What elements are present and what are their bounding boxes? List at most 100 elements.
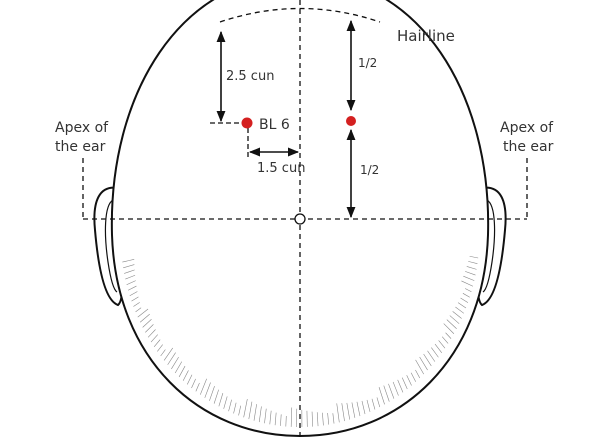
hair-stroke [311,411,313,427]
hair-stroke [452,311,462,319]
hairline-dashed [219,7,381,23]
hair-stroke [397,379,404,393]
hair-stroke [445,332,452,339]
hair-stroke [233,402,237,414]
hair-stroke [174,361,183,374]
hair-stroke [280,414,282,426]
hair-stroke [124,269,135,274]
hair-stroke [449,315,460,324]
bl6-point [241,117,253,129]
hair-stroke [431,347,439,358]
hair-stroke [290,407,293,427]
hair-stroke [209,386,215,401]
hair-stroke [127,285,137,291]
hair-stroke [182,370,189,381]
hair-stroke [462,293,470,298]
hair-stroke [243,398,248,418]
hair-stroke [160,349,166,357]
hair-stroke [150,334,158,343]
hair-stroke [135,307,142,313]
bl6-label: BL 6 [259,117,290,133]
hair-stroke [423,353,432,367]
hair-stroke [133,302,140,307]
hair-stroke [200,378,207,395]
hair-stroke [392,381,399,396]
hair-stroke [264,408,267,424]
hair-stroke [322,412,324,426]
hair-stroke [139,313,150,323]
apex-right-label-2: the ear [503,139,554,155]
hair-stroke [269,410,272,425]
hair-stroke [123,264,135,269]
hair-stroke [195,382,200,392]
hair-stroke [441,336,449,344]
hair-stroke [142,319,152,328]
apex-left-label-1: Apex of [55,120,109,136]
hair-stroke [346,402,351,420]
hair-stroke [465,271,476,276]
hair-stroke [163,347,174,361]
hair-stroke [131,296,139,302]
distance-1-5-cun-label: 1.5 cun [257,161,305,176]
hair-stroke [463,275,475,281]
hair-stroke [341,403,345,422]
hair-stroke [223,396,228,409]
hair-stroke [204,382,211,398]
hair-stroke [366,399,371,412]
hair-stroke [125,274,136,280]
hair-stroke [401,377,408,390]
hair-stroke [187,374,193,385]
hair-stroke [213,389,219,404]
hair-stroke [455,306,465,314]
hair-stroke [464,288,472,293]
hair-stroke [457,302,467,309]
hair-stroke [371,398,376,410]
right-ear-inner [482,199,496,293]
hair-stroke [145,324,154,333]
hair-stroke [129,291,138,296]
hair-stroke [351,402,356,418]
hair-stroke [147,329,156,338]
hair-stroke [228,399,232,412]
hair-stroke [153,339,161,348]
hair-stroke [122,258,135,263]
hair-stroke [446,319,457,329]
hair-stroke [406,375,412,386]
hair-stroke [419,356,428,371]
hair-stroke [427,350,436,362]
hair-stroke [336,403,340,423]
hair-stroke [332,413,335,424]
midpoint-marker [346,116,356,126]
distance-2-5-cun-label: 2.5 cun [226,69,274,84]
hair-stroke [258,406,262,423]
hair-hatching [122,255,479,428]
hair-stroke [157,344,163,352]
hair-stroke [415,369,421,379]
vertex-marker [294,213,306,225]
hair-stroke [137,308,149,318]
hair-stroke [410,372,416,382]
apex-right-label-1: Apex of [500,120,554,136]
hair-stroke [274,412,277,426]
hair-stroke [248,401,253,420]
hair-stroke [167,352,176,365]
hair-stroke [383,385,390,402]
apex-left-label-2: the ear [55,139,106,155]
hair-stroke [388,383,395,399]
hairline-label: Hairline [397,27,455,45]
left-ear-inner [104,199,118,293]
hair-stroke [327,413,330,425]
hair-stroke [191,378,196,389]
hair-stroke [438,340,446,349]
hair-stroke [238,405,242,416]
hair-stroke [468,261,478,264]
hair-stroke [469,255,479,259]
hair-stroke [316,412,319,427]
hair-stroke [218,393,224,407]
hair-stroke [415,359,424,375]
hair-stroke [466,266,477,270]
hair-stroke [178,365,186,378]
half-upper-label: 1/2 [358,56,377,70]
